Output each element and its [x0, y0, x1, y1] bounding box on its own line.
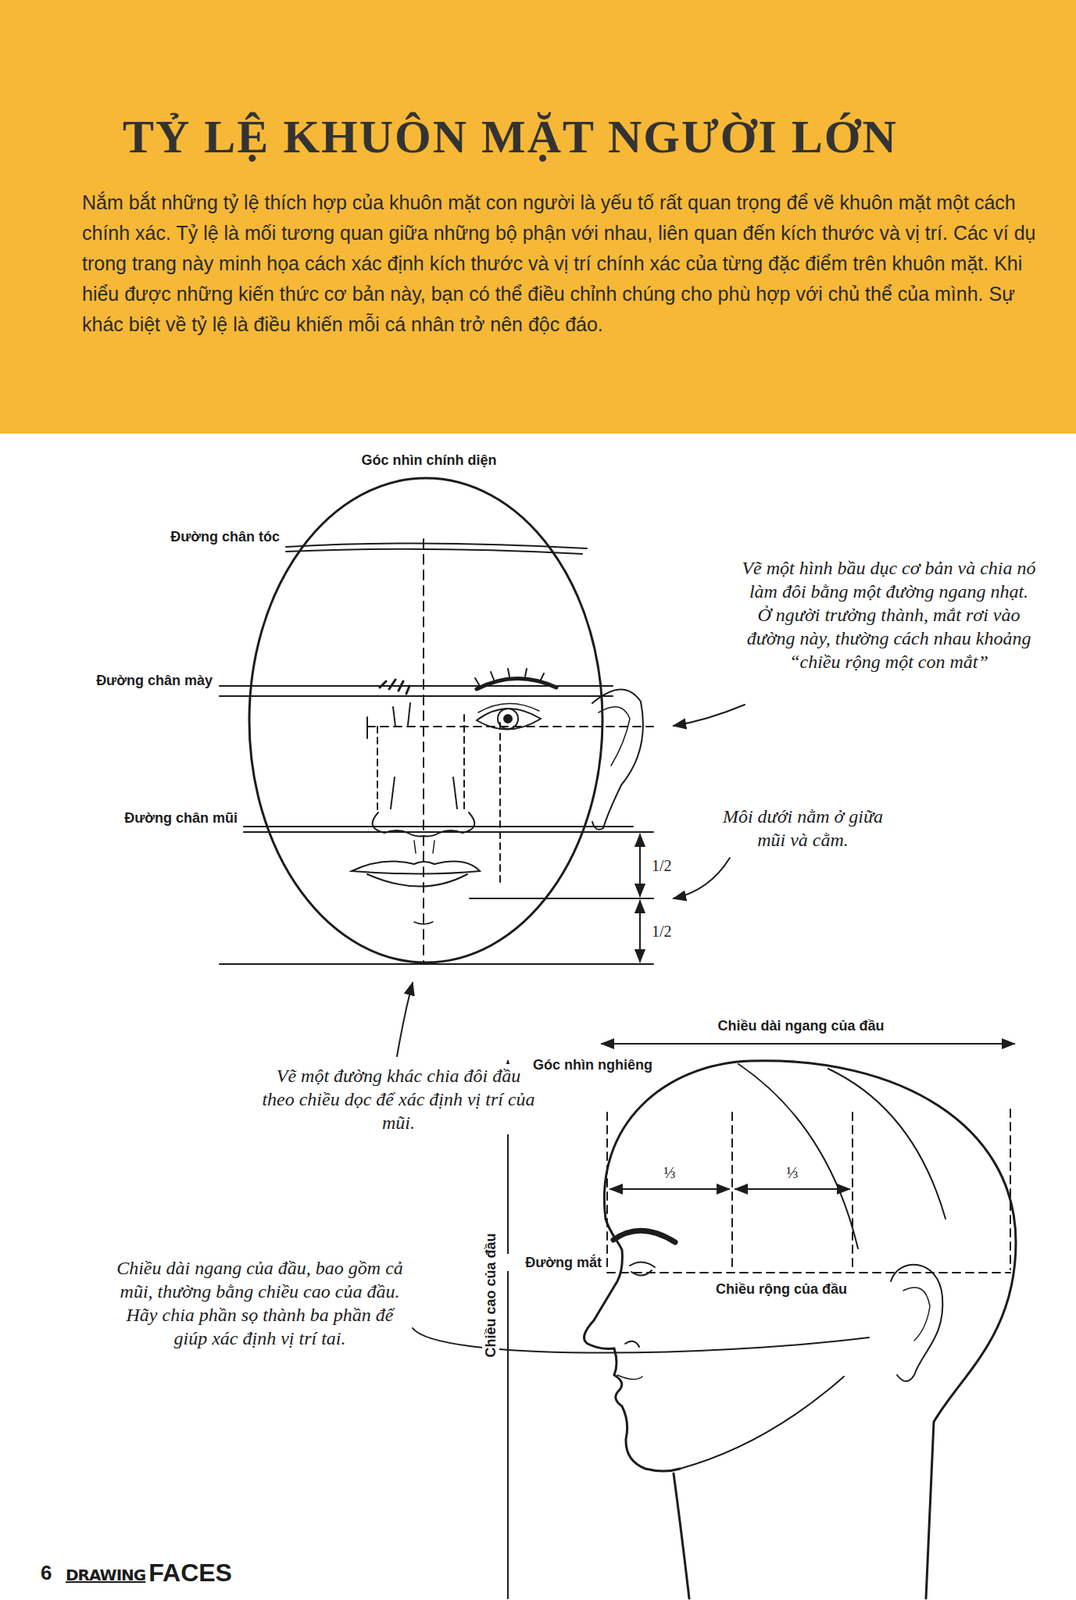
- nose-bridge: [390, 777, 458, 809]
- dimension-value: 1/2: [650, 922, 690, 941]
- view-title: Góc nhìn chính diện: [350, 451, 508, 469]
- dimension-arrow: [639, 900, 641, 962]
- nose-line: [243, 831, 654, 833]
- callout-note: Vẽ một đường khác chia đôi đầu theo chiề…: [257, 1064, 540, 1135]
- dimension-value: 1/2: [650, 857, 690, 875]
- ear-inner: [598, 707, 630, 766]
- callout-note: Vẽ một hình bầu dục cơ bản và chia nó là…: [738, 556, 1040, 674]
- line-label: Đường chân tóc: [132, 528, 282, 546]
- dimension-value: ⅓: [650, 1164, 690, 1182]
- book-title: FACES: [148, 1558, 233, 1588]
- eyebrow: [476, 678, 557, 690]
- lower-lip: [367, 874, 468, 887]
- leader-line: [412, 1328, 869, 1354]
- dimension-arrow: [507, 1061, 509, 1599]
- center-line: [422, 539, 425, 963]
- eye-line: [607, 1272, 1011, 1274]
- skull-guide: [738, 1064, 858, 1249]
- eye-socket: [393, 703, 411, 727]
- skull-guide: [828, 1068, 946, 1219]
- view-title: Góc nhìn nghiêng: [531, 1056, 688, 1074]
- guide-line: [376, 726, 379, 813]
- leader-line: [396, 983, 413, 1057]
- dimension-arrow: [601, 1043, 1015, 1045]
- intro-paragraph: Nắm bắt những tỷ lệ thích hợp của khuôn …: [82, 187, 1048, 340]
- dimension-value: ⅓: [772, 1164, 812, 1182]
- eyelid: [478, 703, 540, 713]
- hairline: [285, 543, 587, 549]
- mouth: [617, 1375, 643, 1380]
- line-label: Đường mắt: [500, 1254, 604, 1272]
- nose-line: [243, 825, 633, 828]
- ear: [592, 689, 644, 830]
- header-band: TỶ LỆ KHUÔN MẶT NGƯỜI LỚN Nắm bắt những t…: [0, 0, 1076, 434]
- neck: [673, 1473, 690, 1599]
- guide-line: [366, 717, 369, 739]
- leader-line: [673, 704, 745, 726]
- skull-outline: [604, 1061, 1016, 1599]
- line-label: Đường chân mày: [60, 672, 215, 690]
- dimension-arrow: [610, 1188, 730, 1191]
- nostril: [625, 1341, 640, 1348]
- ear: [890, 1265, 943, 1382]
- callout-note: Chiều dài ngang của đầu, bao gồm cả mũi,…: [109, 1256, 411, 1351]
- eyebrow: [379, 679, 410, 694]
- guide-line: [851, 1112, 854, 1270]
- line-label: Đường chân mũi: [84, 809, 240, 827]
- dimension-label: Chiều cao của đầu: [482, 1217, 500, 1374]
- page-title: TỶ LỆ KHUÔN MẶT NGƯỜI LỚN: [122, 109, 898, 165]
- upper-lip: [351, 861, 480, 875]
- head-oval: [249, 478, 603, 963]
- chin-mark: [414, 922, 433, 925]
- guide-line: [1009, 1109, 1012, 1270]
- nostril: [423, 812, 475, 837]
- chin-line: [219, 963, 654, 966]
- eye: [476, 708, 541, 730]
- book-title: DRAWING: [65, 1565, 146, 1585]
- jaw-line: [679, 1376, 844, 1470]
- dimension-arrow: [735, 1188, 850, 1191]
- ear-inner: [903, 1287, 930, 1341]
- dimension-label: Chiều dài ngang của đầu: [679, 1017, 923, 1035]
- guide-line: [499, 722, 501, 883]
- philtrum: [414, 840, 435, 854]
- guide-line: [606, 1112, 608, 1270]
- lip-line: [469, 897, 654, 900]
- page-number: 6: [40, 1561, 65, 1585]
- eyebrow-hairs: [475, 668, 544, 687]
- iris: [497, 708, 519, 730]
- pupil: [504, 714, 512, 723]
- nostril: [372, 812, 424, 837]
- eyebrow: [613, 1230, 676, 1243]
- hairline: [285, 549, 583, 555]
- callout-note: Môi dưới nằm ở giữa mũi và cằm.: [707, 804, 899, 852]
- dimension-label: Chiều rộng của đầu: [703, 1280, 860, 1298]
- eye-line: [367, 725, 654, 728]
- brow-line: [219, 695, 613, 698]
- guide-line: [463, 714, 465, 813]
- dimension-arrow: [639, 834, 641, 897]
- guide-line: [731, 1112, 733, 1270]
